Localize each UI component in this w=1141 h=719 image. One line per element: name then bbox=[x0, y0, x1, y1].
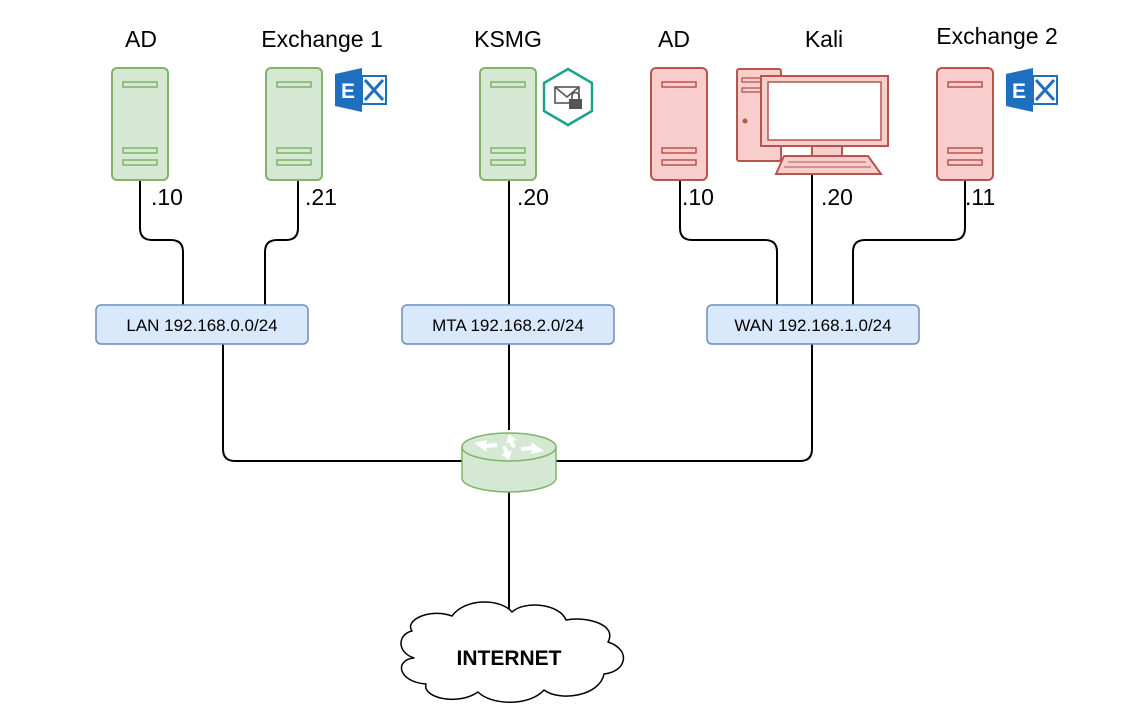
wire-exchange1 bbox=[264, 180, 299, 305]
network-lan-label: LAN 192.168.0.0/24 bbox=[126, 316, 277, 335]
label-exchange2: Exchange 2 bbox=[936, 23, 1057, 49]
wire-wan-router bbox=[556, 344, 813, 462]
network-wan: WAN 192.168.1.0/24 bbox=[706, 304, 920, 345]
network-wan-label: WAN 192.168.1.0/24 bbox=[734, 316, 891, 335]
wire-ad-wan bbox=[679, 180, 778, 305]
server-icon bbox=[265, 67, 323, 181]
exchange-logo-letter: E bbox=[341, 80, 355, 103]
label-ksmg: KSMG bbox=[474, 26, 542, 52]
ip-ad-wan: .10 bbox=[682, 184, 714, 210]
server-icon bbox=[111, 67, 169, 181]
wire-exchange2 bbox=[852, 180, 966, 305]
exchange-logo-icon: E bbox=[1006, 68, 1058, 112]
router-icon bbox=[461, 432, 557, 493]
kaspersky-mail-icon bbox=[542, 67, 594, 127]
ip-kali: .20 bbox=[821, 184, 853, 210]
label-ad-wan: AD bbox=[658, 26, 690, 52]
network-mta-label: MTA 192.168.2.0/24 bbox=[432, 316, 584, 335]
label-kali: Kali bbox=[805, 26, 843, 52]
network-lan: LAN 192.168.0.0/24 bbox=[95, 304, 309, 345]
exchange-logo-icon: E bbox=[335, 68, 387, 112]
cloud-icon: INTERNET bbox=[400, 601, 625, 703]
exchange-logo-letter: E bbox=[1012, 80, 1026, 103]
ip-ad-lan: .10 bbox=[151, 184, 183, 210]
ip-exchange2: .11 bbox=[965, 184, 995, 210]
network-mta: MTA 192.168.2.0/24 bbox=[401, 304, 615, 345]
desktop-icon bbox=[736, 68, 889, 175]
label-exchange1: Exchange 1 bbox=[261, 26, 382, 52]
server-icon bbox=[650, 67, 708, 181]
connection-lines bbox=[139, 172, 966, 618]
server-icon bbox=[479, 67, 537, 181]
ip-exchange1: .21 bbox=[305, 184, 337, 210]
ip-ksmg: .20 bbox=[517, 184, 549, 210]
server-icon bbox=[936, 67, 994, 181]
label-ad-lan: AD bbox=[125, 26, 157, 52]
internet-label: INTERNET bbox=[457, 647, 562, 670]
wire-ad-lan bbox=[139, 180, 184, 305]
wire-lan-router bbox=[222, 344, 462, 462]
